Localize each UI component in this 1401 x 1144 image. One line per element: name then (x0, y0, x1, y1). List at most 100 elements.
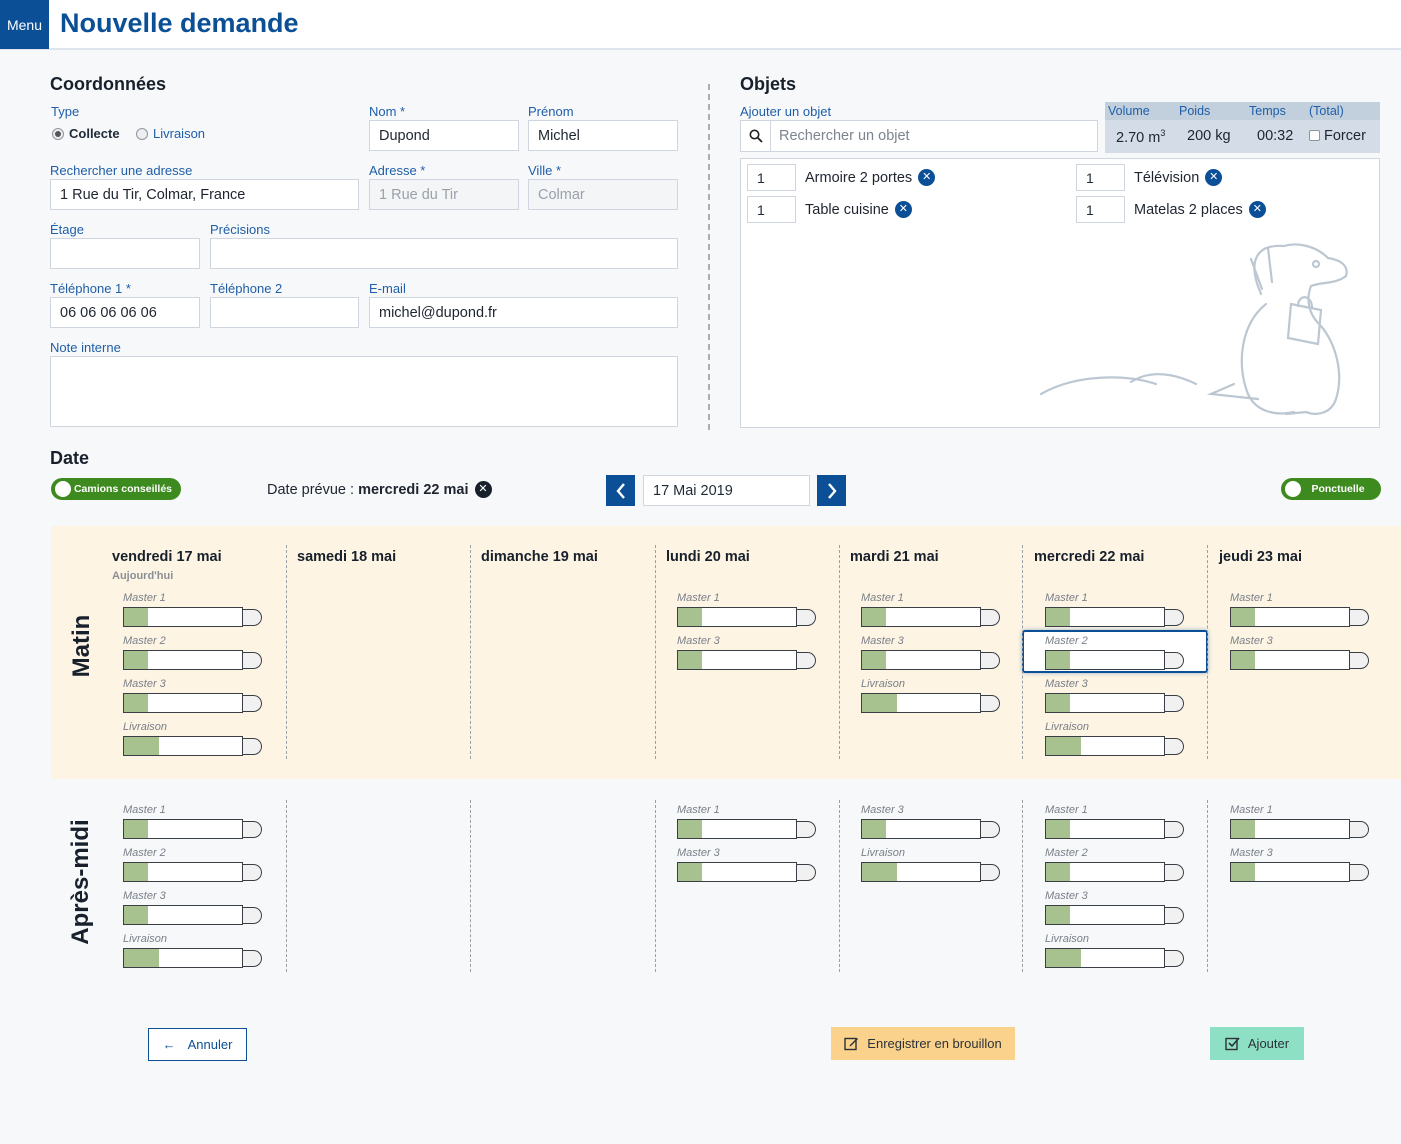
truck-capacity-fill (678, 608, 702, 626)
truck-slot[interactable]: Master 3 (1045, 890, 1185, 930)
truck-slot[interactable]: Master 1 (123, 804, 263, 844)
truck-capacity-fill (124, 608, 148, 626)
truck-name: Master 3 (1230, 847, 1273, 859)
truck-name: Master 2 (123, 635, 166, 647)
truck-slot[interactable]: Master 3 (861, 804, 1001, 844)
truck-name: Master 3 (1230, 635, 1273, 647)
next-week-button[interactable] (817, 475, 846, 506)
truck-slot[interactable]: Master 2 (123, 847, 263, 887)
truck-slot[interactable]: Master 3 (677, 635, 817, 675)
prenom-input[interactable]: Michel (528, 120, 678, 151)
truck-capacity-fill (124, 651, 148, 669)
truck-name: Master 3 (677, 847, 720, 859)
email-input[interactable]: michel@dupond.fr (369, 297, 678, 328)
forcer-checkbox[interactable]: Forcer (1309, 128, 1366, 144)
radio-livraison[interactable]: Livraison (136, 126, 205, 141)
truck-slot[interactable]: Master 1 (1045, 804, 1185, 844)
camions-conseilles-toggle[interactable]: Camions conseillés (51, 478, 181, 500)
truck-slot[interactable]: Master 1 (677, 592, 817, 632)
etage-input[interactable] (50, 238, 200, 269)
remove-icon[interactable]: ✕ (1248, 201, 1266, 218)
truck-slot[interactable]: Master 3 (1230, 635, 1370, 675)
arrow-left-icon: ← (162, 1037, 176, 1052)
truck-slot[interactable]: Livraison (1045, 933, 1185, 973)
precisions-input[interactable] (210, 238, 678, 269)
ajouter-button[interactable]: Ajouter (1210, 1027, 1304, 1060)
truck-capacity-fill (124, 906, 148, 924)
temps-label: Temps (1249, 104, 1286, 118)
truck-slot[interactable]: Livraison (1045, 721, 1185, 761)
truck-capacity-fill (124, 820, 148, 838)
truck-cab-icon (1350, 821, 1369, 838)
truck-slot[interactable]: Master 3 (1045, 678, 1185, 718)
truck-slot[interactable]: Master 1 (1230, 804, 1370, 844)
truck-capacity-fill (124, 694, 148, 712)
date-input[interactable]: 17 Mai 2019 (643, 475, 810, 506)
truck-slot[interactable]: Livraison (123, 721, 263, 761)
radio-collecte[interactable]: Collecte (52, 126, 120, 141)
truck-slot[interactable]: Master 1 (677, 804, 817, 844)
truck-cab-icon (981, 821, 1000, 838)
ville-input[interactable]: Colmar (528, 179, 678, 210)
volume-label: Volume (1108, 104, 1150, 118)
note-interne-textarea[interactable] (50, 356, 678, 427)
objet-search-input[interactable]: Rechercher un objet (740, 120, 1098, 152)
truck-slot[interactable]: Master 1 (861, 592, 1001, 632)
remove-icon[interactable]: ✕ (918, 169, 936, 186)
day-title: mercredi 22 mai (1034, 549, 1145, 565)
day-column-separator (286, 545, 287, 759)
truck-name: Master 1 (123, 592, 166, 604)
objet-qty-input[interactable]: 1 (747, 164, 796, 191)
ponctuelle-toggle[interactable]: Ponctuelle (1281, 478, 1381, 500)
truck-slot[interactable]: Master 2 (1045, 847, 1185, 887)
nom-input[interactable]: Dupond (369, 120, 519, 151)
objet-qty-input[interactable]: 1 (1076, 164, 1125, 191)
objet-qty-input[interactable]: 1 (747, 196, 796, 223)
menu-button[interactable]: Menu (0, 0, 49, 49)
remove-icon[interactable]: ✕ (894, 201, 912, 218)
annuler-button[interactable]: ← Annuler (148, 1028, 247, 1061)
brouillon-button[interactable]: Enregistrer en brouillon (831, 1027, 1015, 1060)
truck-capacity-bar (677, 607, 797, 627)
radio-collecte-label: Collecte (69, 126, 120, 141)
truck-slot[interactable]: Master 3 (861, 635, 1001, 675)
chevron-right-icon (827, 482, 837, 499)
objet-qty-input[interactable]: 1 (1076, 196, 1125, 223)
truck-name: Livraison (123, 721, 168, 733)
truck-name: Master 3 (861, 804, 904, 816)
checkbox-icon (1309, 130, 1320, 141)
truck-slot[interactable]: Master 3 (1230, 847, 1370, 887)
truck-slot[interactable]: Master 2 (123, 635, 263, 675)
truck-cab-icon (1350, 652, 1369, 669)
truck-cab-icon (243, 609, 262, 626)
truck-slot[interactable]: Master 2 (1045, 635, 1185, 675)
truck-slot[interactable]: Master 3 (677, 847, 817, 887)
truck-slot[interactable]: Livraison (123, 933, 263, 973)
email-label: E-mail (369, 281, 406, 296)
truck-cab-icon (243, 695, 262, 712)
truck-name: Livraison (123, 933, 168, 945)
day-column-separator (286, 800, 287, 972)
truck-slot[interactable]: Master 3 (123, 678, 263, 718)
truck-slot[interactable]: Livraison (861, 678, 1001, 718)
clear-date-icon[interactable]: ✕ (474, 481, 492, 498)
remove-icon[interactable]: ✕ (1205, 169, 1223, 186)
truck-slot[interactable]: Master 3 (123, 890, 263, 930)
truck-slot[interactable]: Livraison (861, 847, 1001, 887)
day-title: mardi 21 mai (850, 549, 939, 565)
adresse-input[interactable]: 1 Rue du Tir (369, 179, 519, 210)
truck-slot[interactable]: Master 1 (1230, 592, 1370, 632)
day-column-separator (470, 800, 471, 972)
truck-name: Master 3 (123, 678, 166, 690)
recherche-adresse-input[interactable]: 1 Rue du Tir, Colmar, France (50, 179, 359, 210)
totals-panel: Volume Poids Temps (Total) 2.70 m3 200 k… (1105, 102, 1380, 153)
truck-slot[interactable]: Master 1 (1045, 592, 1185, 632)
telephone2-input[interactable] (210, 297, 359, 328)
telephone1-input[interactable]: 06 06 06 06 06 (50, 297, 200, 328)
objet-search-placeholder: Rechercher un objet (779, 128, 910, 144)
prev-week-button[interactable] (606, 475, 635, 506)
volume-value: 2.70 m3 (1116, 128, 1166, 146)
truck-slot[interactable]: Master 1 (123, 592, 263, 632)
date-prevue-value: mercredi 22 mai (358, 481, 469, 498)
truck-capacity-bar (123, 607, 243, 627)
